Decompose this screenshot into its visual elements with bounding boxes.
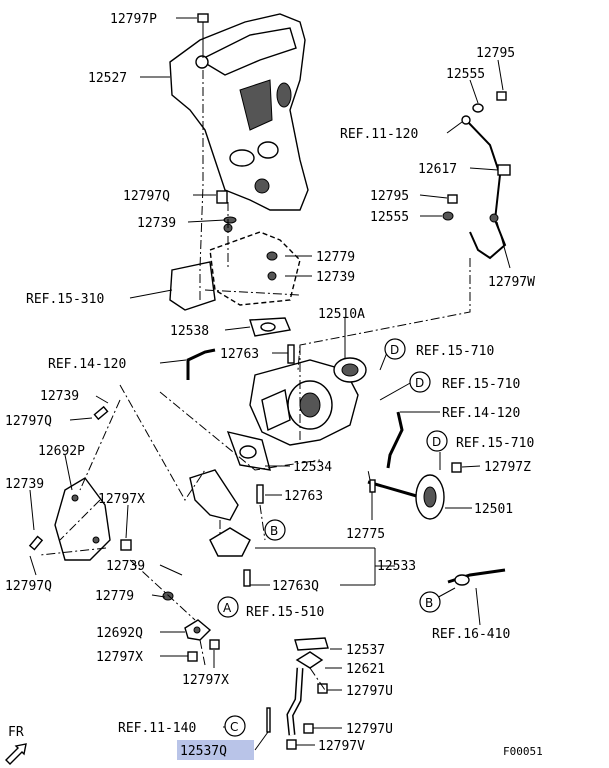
label-12739-c: 12739 (40, 389, 79, 404)
oil-return-pipe-12621 (286, 651, 324, 736)
callout-C (224, 715, 246, 737)
heat-shield-12527 (169, 13, 309, 211)
gasket-12538 (249, 317, 291, 337)
callout-B-1 (264, 519, 286, 541)
callout-A-text: A (223, 601, 232, 615)
label-ref14-120-a: REF.14-120 (48, 357, 126, 372)
label-12797V: 12797V (318, 739, 365, 754)
label-ref15-710-c: REF.15-710 (456, 436, 534, 451)
label-ref11-120: REF.11-120 (340, 127, 418, 142)
callout-D-3 (426, 430, 448, 452)
bracket-12692Q (184, 619, 212, 641)
label-12797X-a: 12797X (98, 492, 145, 507)
bracket-12692P (54, 477, 111, 561)
exhaust-manifold-outline (169, 223, 301, 311)
label-ref16-410: REF.16-410 (432, 627, 510, 642)
union-bolts (442, 91, 507, 223)
callout-B-2-text: B (425, 596, 433, 610)
bolt-12797P (197, 13, 209, 58)
label-12795-top: 12795 (476, 46, 515, 61)
callout-C-text: C (230, 720, 238, 734)
o2-sensor-ref16-410 (447, 568, 506, 586)
label-12692P: 12692P (38, 444, 85, 459)
gasket-12537 (294, 637, 329, 651)
label-fr: FR (8, 725, 24, 740)
label-ref15-510: REF.15-510 (246, 605, 324, 620)
support-bracket (189, 469, 251, 557)
callout-D-2 (409, 371, 431, 393)
label-12797Q-c: 12797Q (5, 579, 52, 594)
label-12617: 12617 (418, 162, 457, 177)
leader-lines (29, 17, 511, 751)
label-12533: 12533 (377, 559, 416, 574)
label-12797Q-b: 12797Q (5, 414, 52, 429)
label-12537Q: 12537Q (180, 744, 227, 759)
label-12527: 12527 (88, 71, 127, 86)
callout-D-2-text: D (415, 376, 424, 390)
label-12797P: 12797P (110, 12, 157, 27)
label-12555-mid: 12555 (370, 210, 409, 225)
label-12779-a: 12779 (316, 250, 355, 265)
actuator-12501 (367, 474, 445, 520)
front-arrow-icon (5, 743, 27, 765)
water-pipes (186, 348, 404, 469)
label-12555-top: 12555 (446, 67, 485, 82)
label-12797U-b: 12797U (346, 722, 393, 737)
label-ref15-310: REF.15-310 (26, 292, 104, 307)
part-labels: 12797P 12527 12795 12555 REF.11-120 1261… (5, 12, 543, 759)
label-figure-code: F00051 (503, 745, 543, 758)
label-12797U-a: 12797U (346, 684, 393, 699)
label-12797W: 12797W (488, 275, 535, 290)
label-ref11-140: REF.11-140 (118, 721, 196, 736)
callout-D-3-text: D (432, 435, 441, 449)
label-ref15-710-b: REF.15-710 (442, 377, 520, 392)
label-12534: 12534 (293, 460, 332, 475)
oil-pipe-12617 (461, 115, 511, 260)
label-ref14-120-b: REF.14-120 (442, 406, 520, 421)
label-12501: 12501 (474, 502, 513, 517)
label-12692Q: 12692Q (96, 626, 143, 641)
highlight-12537Q (177, 740, 254, 760)
label-12763-a: 12763 (220, 347, 259, 362)
label-12763Q: 12763Q (272, 579, 319, 594)
callout-D-1-text: D (390, 343, 399, 357)
label-12621: 12621 (346, 662, 385, 677)
label-12739-a: 12739 (137, 216, 176, 231)
label-12797Q-a: 12797Q (123, 189, 170, 204)
label-12797X-c: 12797X (182, 673, 229, 688)
label-ref15-710-a: REF.15-710 (416, 344, 494, 359)
misc-bolts (28, 190, 462, 750)
label-12739-b: 12739 (316, 270, 355, 285)
gasket-12534 (226, 431, 271, 471)
label-12739-d: 12739 (5, 477, 44, 492)
label-12797X-b: 12797X (96, 650, 143, 665)
label-12775: 12775 (346, 527, 385, 542)
callout-B-1-text: B (270, 524, 278, 538)
label-12510A: 12510A (318, 307, 365, 322)
label-12763-b: 12763 (284, 489, 323, 504)
label-12538: 12538 (170, 324, 209, 339)
callout-B-2 (419, 591, 441, 613)
label-12797Z: 12797Z (484, 460, 531, 475)
label-12779-b: 12779 (95, 589, 134, 604)
callout-D-1 (384, 338, 406, 360)
callout-circles: D D D B B A C (217, 338, 448, 737)
turbocharger-12510A (249, 357, 367, 446)
callout-A (217, 596, 239, 618)
label-12795-mid: 12795 (370, 189, 409, 204)
label-12739-e: 12739 (106, 559, 145, 574)
centerlines (39, 70, 471, 691)
label-12537: 12537 (346, 643, 385, 658)
